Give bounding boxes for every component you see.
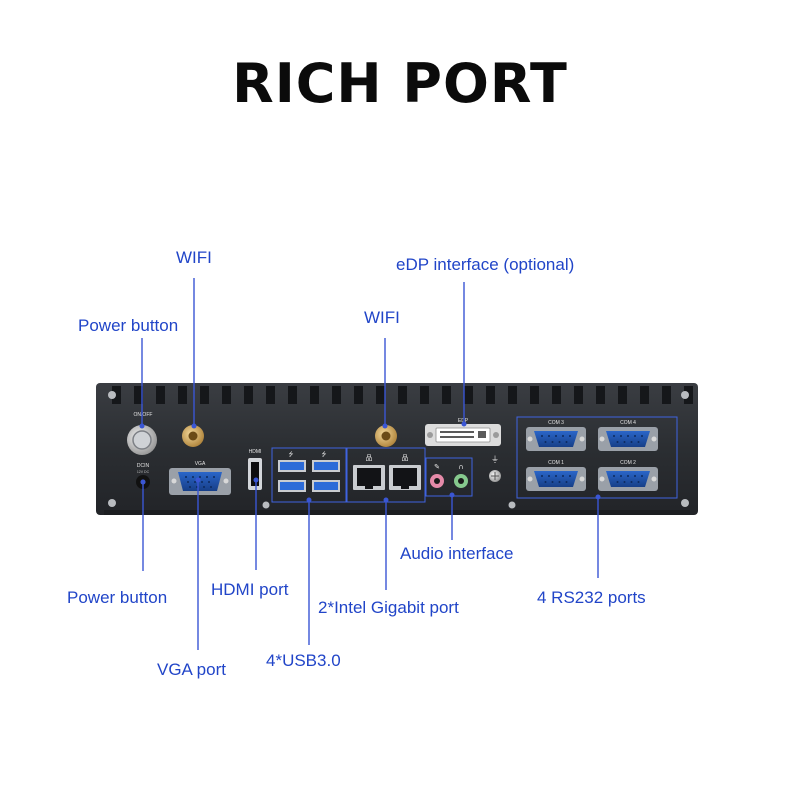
callout-hdmi-port: HDMI port — [211, 580, 289, 599]
hdmi-port[interactable] — [248, 458, 262, 490]
usb3-port-3[interactable] — [278, 480, 306, 492]
heatsink-slot — [530, 386, 539, 404]
com-ports: COM 3 COM 4 COM 1 COM 2 — [526, 420, 658, 491]
heatsink-slot — [112, 386, 121, 404]
usb3-port-2[interactable] — [312, 460, 340, 472]
callout-wifi-left: WIFI — [176, 248, 212, 267]
callout-audio-interface: Audio interface — [400, 544, 514, 563]
heatsink-slot — [288, 386, 297, 404]
wifi-antenna-connector-middle — [375, 425, 397, 447]
heatsink-slot — [464, 386, 473, 404]
callout-vga-port: VGA port — [157, 660, 226, 679]
microphone-icon: ✎ — [434, 463, 440, 471]
callout-lines — [141, 278, 599, 650]
heatsink-slot — [574, 386, 583, 404]
serial-port-label: COM 3 — [548, 420, 564, 426]
serial-port-label: COM 1 — [548, 460, 564, 466]
serial-port-com-2[interactable]: COM 2 — [598, 460, 658, 491]
heatsink-slot — [134, 386, 143, 404]
heatsink-slot — [244, 386, 253, 404]
heatsink-slot — [508, 386, 517, 404]
heatsink-slot — [618, 386, 627, 404]
power-button[interactable] — [127, 425, 157, 455]
dcin-label: DCIN — [137, 463, 150, 469]
audio-group-frame — [425, 457, 473, 497]
heatsink-slot — [420, 386, 429, 404]
ethernet-port-1[interactable] — [353, 465, 385, 490]
callout-power-button-top: Power button — [78, 316, 179, 335]
serial-port-label: COM 2 — [620, 460, 636, 466]
hdmi-port-label: HDMI — [249, 449, 262, 455]
lan-symbol-left: 品 — [366, 454, 373, 462]
heatsink-slot — [222, 386, 231, 404]
heatsink-slot — [486, 386, 495, 404]
wifi-antenna-connector-left — [182, 425, 204, 447]
heatsink-slot — [596, 386, 605, 404]
edp-port[interactable] — [425, 424, 501, 446]
heatsink-slot — [552, 386, 561, 404]
callout-gigabit-port: 2*Intel Gigabit port — [318, 598, 459, 617]
callout-wifi-middle: WIFI — [364, 308, 400, 327]
heatsink-slot — [332, 386, 341, 404]
heatsink-slot — [640, 386, 649, 404]
callout-usb3: 4*USB3.0 — [266, 651, 341, 670]
usb-symbol-left: ⭍ — [289, 450, 294, 458]
heatsink-slot — [266, 386, 275, 404]
usb3-port-1[interactable] — [278, 460, 306, 472]
callout-power-button-bottom: Power button — [67, 588, 168, 607]
heatsink-slot — [662, 386, 671, 404]
dcin-sub-label: 12V DC — [137, 470, 150, 474]
serial-port-com-4[interactable]: COM 4 — [598, 420, 658, 451]
serial-port-com-3[interactable]: COM 3 — [526, 420, 586, 451]
ground-icon: ⏚ — [491, 455, 499, 464]
heatsink-slot — [376, 386, 385, 404]
callout-dots — [139, 421, 601, 503]
lan-symbol-right: 品 — [402, 454, 409, 462]
usb3-port-4[interactable] — [312, 480, 340, 492]
heatsink-slot — [156, 386, 165, 404]
onoff-label: ON/OFF — [134, 412, 153, 418]
heatsink-slot — [398, 386, 407, 404]
mount-screws — [108, 391, 689, 509]
serial-port-com-1[interactable]: COM 1 — [526, 460, 586, 491]
usb-symbol-right: ⭍ — [322, 450, 327, 458]
callout-edp-interface: eDP interface (optional) — [396, 255, 575, 274]
ground-terminal: ⏚ — [489, 455, 501, 482]
heatsink-slot — [354, 386, 363, 404]
microphone-jack[interactable] — [430, 474, 444, 488]
serial-port-label: COM 4 — [620, 420, 636, 426]
headphone-jack[interactable] — [454, 474, 468, 488]
heatsink-slot — [178, 386, 187, 404]
heatsink-slot — [442, 386, 451, 404]
ethernet-port-2[interactable] — [389, 465, 421, 490]
callout-rs232-ports: 4 RS232 ports — [537, 588, 646, 607]
vga-port-label: VGA — [195, 461, 206, 467]
heatsink-slot — [200, 386, 209, 404]
headphone-icon: ∩ — [458, 463, 463, 471]
page-title: RICH PORT — [232, 52, 568, 115]
heatsink-slot — [310, 386, 319, 404]
